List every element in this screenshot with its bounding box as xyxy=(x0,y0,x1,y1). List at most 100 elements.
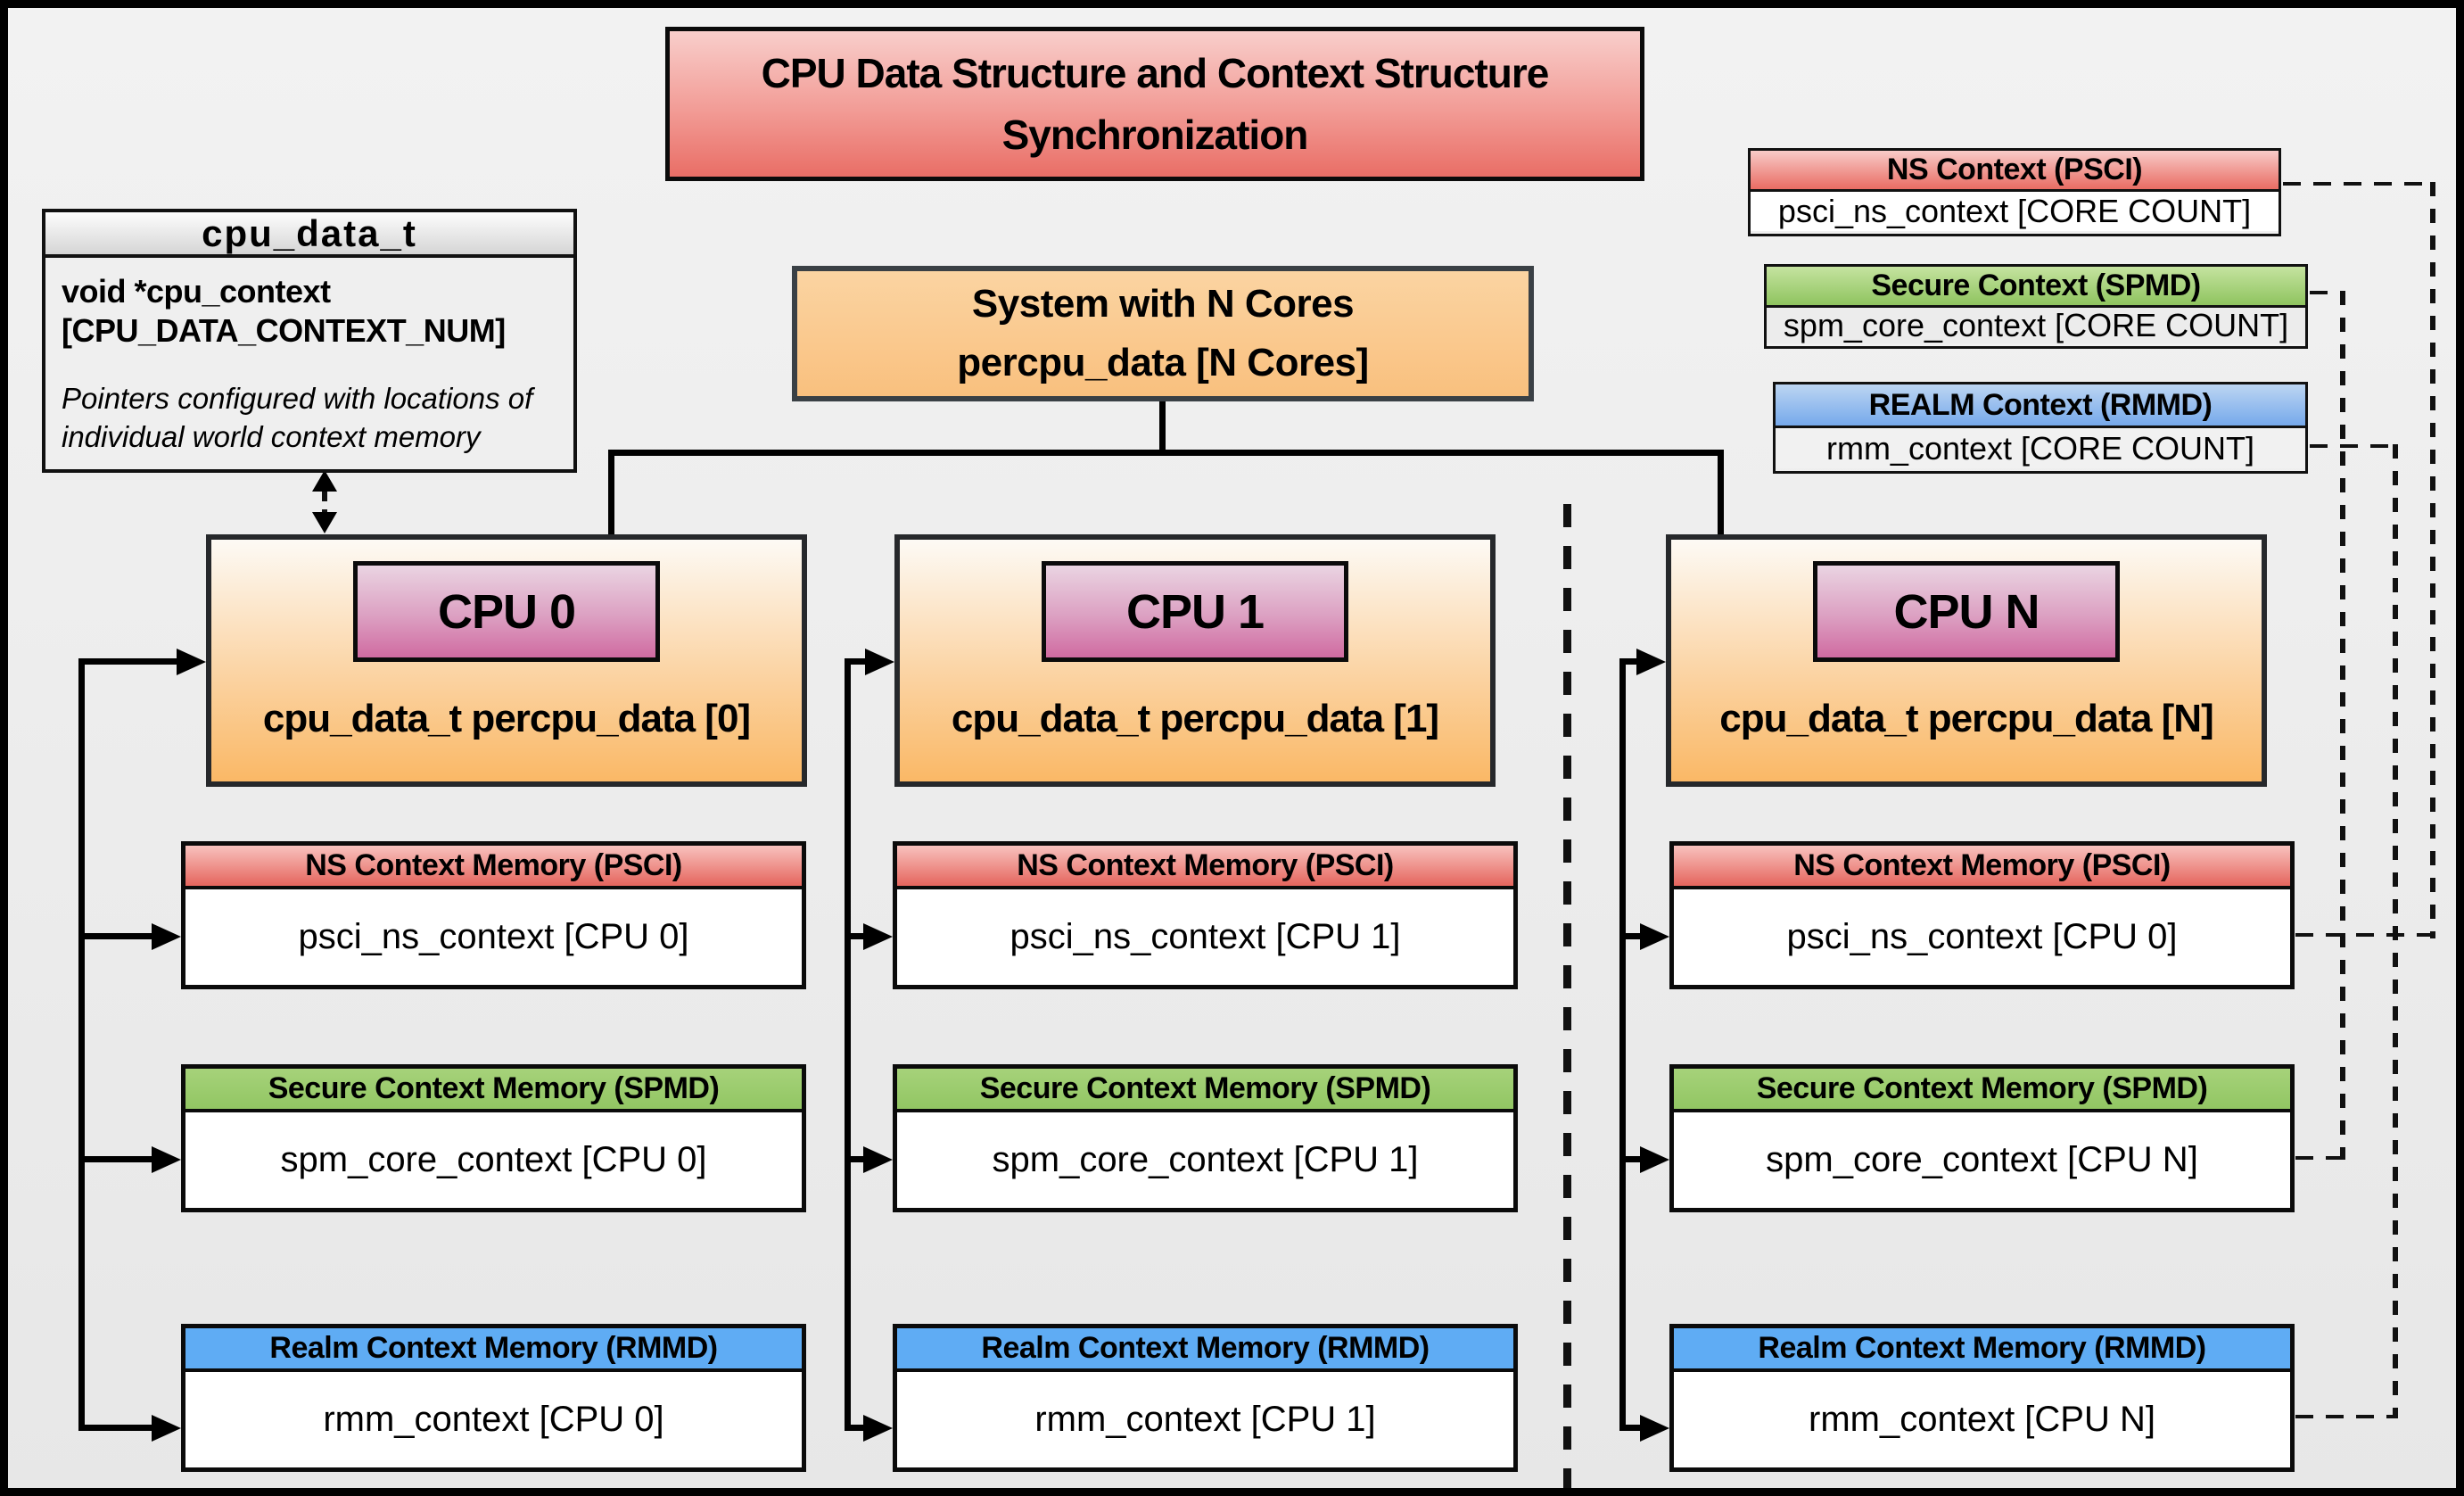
branch-cpun-box xyxy=(1619,658,1638,665)
connector-distribution-bar xyxy=(608,450,1724,456)
legend-realm-value: rmm_context [CORE COUNT] xyxy=(1776,428,2305,468)
rail-cpun xyxy=(1619,658,1626,1431)
cpun-realm-context-box: Realm Context Memory (RMMD) rmm_context … xyxy=(1669,1324,2295,1472)
cpu0-realm-header: Realm Context Memory (RMMD) xyxy=(185,1328,802,1372)
diagram-title-box: CPU Data Structure and Context Structure… xyxy=(665,27,1644,181)
legend-ns-context: NS Context (PSCI) psci_ns_context [CORE … xyxy=(1748,148,2281,236)
cpu-data-t-box: cpu_data_t void *cpu_context [CPU_DATA_C… xyxy=(42,209,577,473)
arrowhead-down-cpu0 xyxy=(312,512,337,533)
cpun-ns-context-box: NS Context Memory (PSCI) psci_ns_context… xyxy=(1669,841,2295,989)
arrowhead-cpu1-realm xyxy=(863,1415,893,1442)
branch-cpun-ns xyxy=(1619,933,1642,939)
branch-cpun-secure xyxy=(1619,1156,1642,1162)
branch-cpu0-box xyxy=(78,658,178,665)
legend-ns-value: psci_ns_context [CORE COUNT] xyxy=(1751,192,2279,231)
system-line1: System with N Cores xyxy=(971,282,1355,326)
arrowhead-cpun-ns xyxy=(1640,923,1669,950)
cpu1-realm-value: rmm_context [CPU 1] xyxy=(1034,1400,1376,1439)
cpu0-ns-header: NS Context Memory (PSCI) xyxy=(185,846,802,889)
cpu1-secure-header: Secure Context Memory (SPMD) xyxy=(897,1069,1513,1112)
cpu0-data-label: cpu_data_t percpu_data [0] xyxy=(262,697,751,740)
cpu0-secure-context-box: Secure Context Memory (SPMD) spm_core_co… xyxy=(181,1064,806,1212)
legend-ns-header: NS Context (PSCI) xyxy=(1751,151,2279,192)
cpu0-realm-context-box: Realm Context Memory (RMMD) rmm_context … xyxy=(181,1324,806,1472)
title-line1: CPU Data Structure and Context Structure xyxy=(761,49,1550,96)
branch-cpu1-box xyxy=(845,658,867,665)
cpu-data-t-header: cpu_data_t xyxy=(45,212,573,258)
cpu1-box: CPU 1 cpu_data_t percpu_data [1] xyxy=(894,534,1496,787)
cpu1-data-label: cpu_data_t percpu_data [1] xyxy=(951,697,1439,740)
title-line2: Synchronization xyxy=(1001,111,1309,158)
cpu1-label: CPU 1 xyxy=(1042,561,1348,662)
system-line2: percpu_data [N Cores] xyxy=(957,341,1369,384)
cpu0-ns-context-box: NS Context Memory (PSCI) psci_ns_context… xyxy=(181,841,806,989)
cpun-ns-header: NS Context Memory (PSCI) xyxy=(1674,846,2290,889)
rail-cpu0 xyxy=(78,658,85,1431)
cpu0-secure-header: Secure Context Memory (SPMD) xyxy=(185,1069,802,1112)
legend-secure-header: Secure Context (SPMD) xyxy=(1767,267,2305,308)
cpu0-realm-value: rmm_context [CPU 0] xyxy=(323,1400,664,1439)
cpu1-realm-header: Realm Context Memory (RMMD) xyxy=(897,1328,1513,1372)
connector-drop-cpu0 xyxy=(608,450,614,536)
cpun-label: CPU N xyxy=(1813,561,2120,662)
dashed-secure-rail xyxy=(2340,291,2345,1160)
arrowhead-cpu1-ns xyxy=(863,923,893,950)
legend-realm-header: REALM Context (RMMD) xyxy=(1776,384,2305,428)
legend-secure-value: spm_core_context [CORE COUNT] xyxy=(1767,307,2305,343)
dashed-ns-rail xyxy=(2430,182,2435,938)
legend-secure-context: Secure Context (SPMD) spm_core_context [… xyxy=(1764,264,2308,349)
system-box: System with N Cores percpu_data [N Cores… xyxy=(792,266,1534,401)
dashed-realm-rail xyxy=(2393,444,2398,1418)
branch-cpu1-secure xyxy=(845,1156,865,1162)
cpu1-secure-context-box: Secure Context Memory (SPMD) spm_core_co… xyxy=(893,1064,1518,1212)
branch-cpu0-ns xyxy=(78,933,153,939)
cpun-secure-header: Secure Context Memory (SPMD) xyxy=(1674,1069,2290,1112)
cpu-data-t-note: Pointers configured with locations of in… xyxy=(62,381,533,454)
branch-cpu0-secure xyxy=(78,1156,153,1162)
arrowhead-cpun-secure xyxy=(1640,1146,1669,1173)
cpu1-ns-context-box: NS Context Memory (PSCI) psci_ns_context… xyxy=(893,841,1518,989)
dashed-realm-in xyxy=(2295,1415,2394,1418)
connector-system-feed xyxy=(1159,396,1166,453)
dashed-ns-out xyxy=(2283,182,2435,186)
arrowhead-cpu1-secure xyxy=(863,1146,893,1173)
legend-realm-context: REALM Context (RMMD) rmm_context [CORE C… xyxy=(1773,382,2308,474)
dashed-realm-out xyxy=(2310,444,2396,448)
arrowhead-up-cpudata xyxy=(312,470,337,492)
rail-cpu1 xyxy=(845,658,851,1431)
cpu1-ns-value: psci_ns_context [CPU 1] xyxy=(1009,917,1401,956)
cpun-box: CPU N cpu_data_t percpu_data [N] xyxy=(1666,534,2267,787)
connector-drop-cpun xyxy=(1718,450,1724,536)
cpu0-label: CPU 0 xyxy=(353,561,660,662)
cpu-data-t-field-line2: [CPU_DATA_CONTEXT_NUM] xyxy=(62,311,506,349)
arrowhead-cpun-box xyxy=(1636,649,1666,675)
connector-cpudata-cpu0-dashed xyxy=(322,492,327,513)
branch-cpu0-realm xyxy=(78,1425,153,1431)
arrowhead-cpu0-realm xyxy=(152,1415,181,1442)
cpu1-secure-value: spm_core_context [CPU 1] xyxy=(992,1140,1419,1179)
cpu0-secure-value: spm_core_context [CPU 0] xyxy=(280,1140,707,1179)
branch-cpu1-ns xyxy=(845,933,865,939)
cpu-data-t-field-line1: void *cpu_context xyxy=(62,273,331,310)
divider-dashed-line xyxy=(1563,504,1571,1489)
cpun-ns-value: psci_ns_context [CPU 0] xyxy=(1786,917,2178,956)
cpu-data-t-body: void *cpu_context [CPU_DATA_CONTEXT_NUM]… xyxy=(45,258,573,457)
arrowhead-cpu0-secure xyxy=(152,1146,181,1173)
dashed-ns-in xyxy=(2295,933,2432,937)
dashed-secure-out xyxy=(2310,291,2344,294)
cpu0-ns-value: psci_ns_context [CPU 0] xyxy=(298,917,689,956)
cpun-data-label: cpu_data_t percpu_data [N] xyxy=(1719,697,2213,740)
cpun-realm-value: rmm_context [CPU N] xyxy=(1809,1400,2155,1439)
branch-cpun-realm xyxy=(1619,1425,1642,1431)
branch-cpu1-realm xyxy=(845,1425,865,1431)
arrowhead-cpu1-box xyxy=(865,649,894,675)
cpu0-box: CPU 0 cpu_data_t percpu_data [0] xyxy=(206,534,807,787)
arrowhead-cpun-realm xyxy=(1640,1415,1669,1442)
arrowhead-cpu0-box xyxy=(177,649,206,675)
cpu1-ns-header: NS Context Memory (PSCI) xyxy=(897,846,1513,889)
cpu1-realm-context-box: Realm Context Memory (RMMD) rmm_context … xyxy=(893,1324,1518,1472)
cpun-secure-value: spm_core_context [CPU N] xyxy=(1766,1140,2198,1179)
arrowhead-cpu0-ns xyxy=(152,923,181,950)
cpun-secure-context-box: Secure Context Memory (SPMD) spm_core_co… xyxy=(1669,1064,2295,1212)
